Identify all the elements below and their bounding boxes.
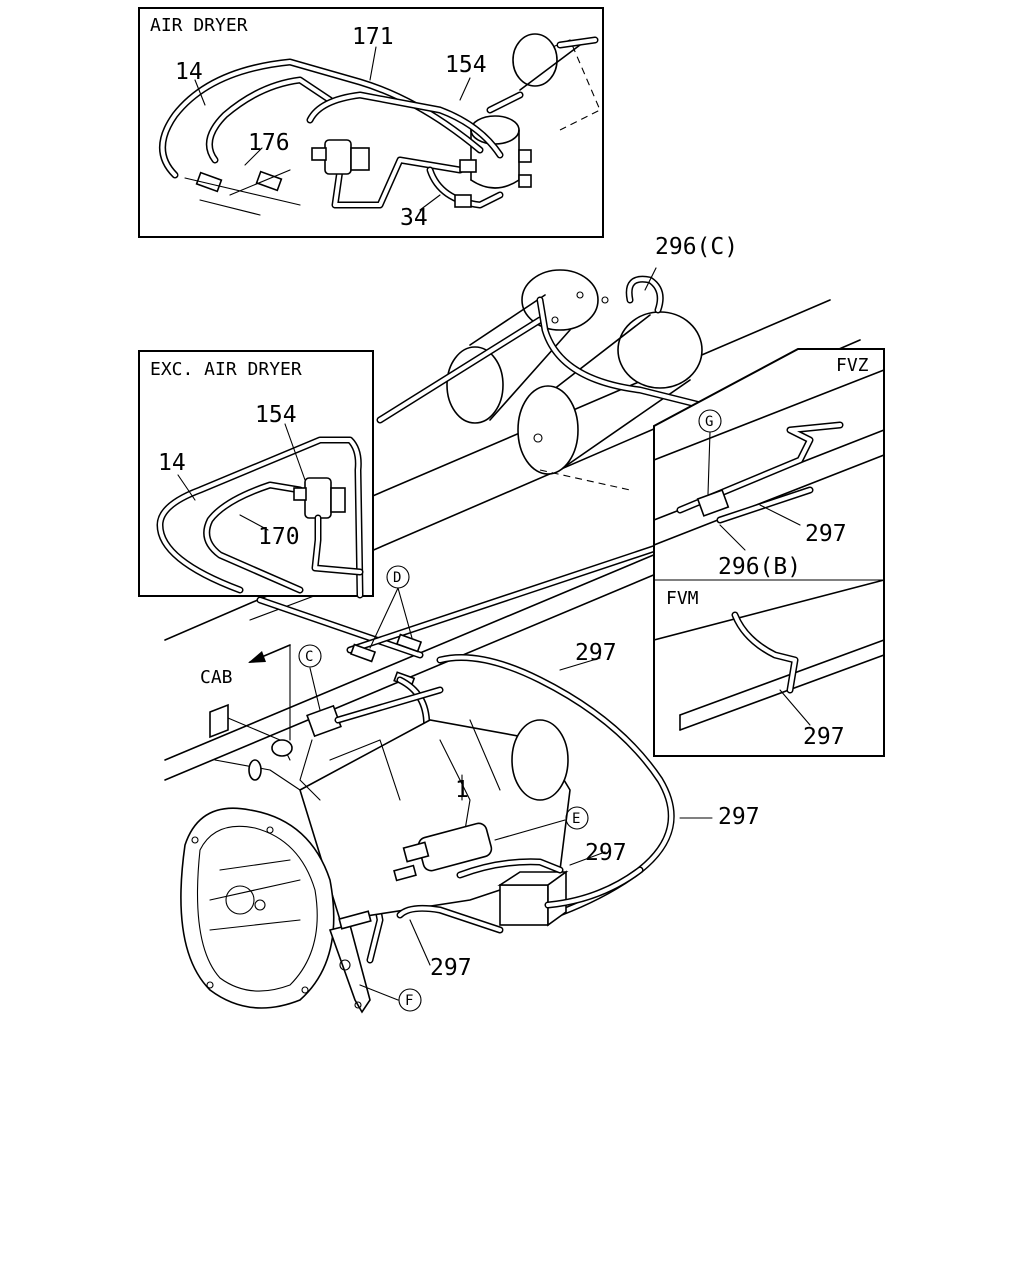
inset-fvm: FVM [653,579,885,731]
svg-text:F: F [405,993,413,1009]
solenoid-valve [396,866,644,934]
label-ad-176: 176 [248,130,290,156]
label-297-b: 297 [718,804,760,830]
label-ad-171: 171 [352,24,394,50]
label-ex-170: 170 [258,524,300,550]
inset-fvz: FVZ [653,348,885,757]
label-297-c: 297 [585,840,627,866]
label-cab: CAB [200,667,233,688]
valve-e [393,822,493,882]
label-296c: 296(C) [655,234,738,260]
inset-air-dryer-title: AIR DRYER [150,15,248,36]
label-297-a: 297 [575,640,617,666]
label-fvm-297: 297 [803,724,845,750]
inset-exc-air-dryer-title: EXC. AIR DRYER [150,359,302,380]
marker-e: E [565,806,589,830]
inset-fvm-title: FVM [666,588,699,609]
label-1: 1 [455,777,469,803]
inset-fvz-title: FVZ [836,355,869,376]
label-ex-14: 14 [158,450,186,476]
bracket-f [328,910,372,1014]
svg-text:D: D [393,570,401,586]
label-297-d: 297 [430,955,472,981]
svg-text:E: E [572,811,580,827]
label-ad-154: 154 [445,52,487,78]
cab-direction-arrow [248,644,291,741]
marker-g: G [705,414,713,430]
inset-air-dryer: AIR DRYER [138,7,604,238]
marker-c: C [298,644,322,668]
svg-text:C: C [305,649,313,665]
label-ex-154: 154 [255,402,297,428]
marker-d: D [386,565,410,589]
inset-exc-air-dryer: EXC. AIR DRYER [138,350,374,599]
label-ad-34: 34 [400,205,428,231]
label-fvz-297: 297 [805,521,847,547]
label-296b: 296(B) [718,554,801,580]
marker-f: F [398,988,422,1012]
label-ad-14: 14 [175,59,203,85]
main-assembly [164,267,881,1014]
